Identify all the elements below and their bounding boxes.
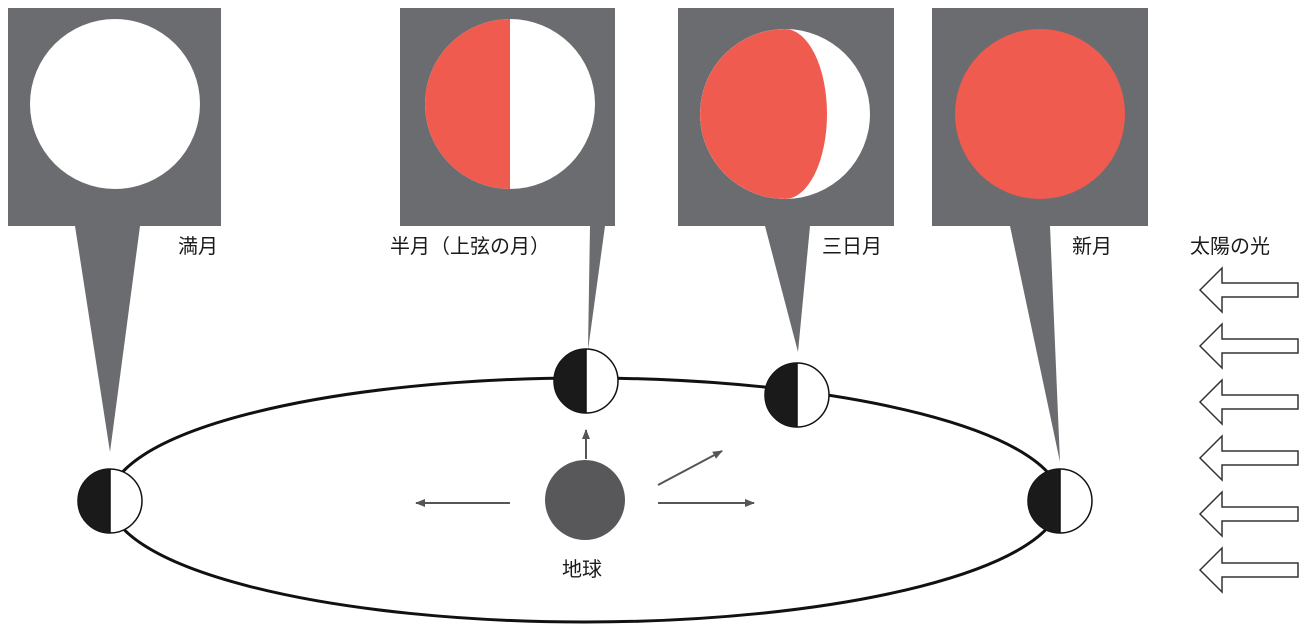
pointer-crescent: [765, 226, 810, 352]
label-full-moon: 満月: [178, 234, 218, 258]
callout-pointers: [75, 226, 1060, 462]
pointer-full-moon: [75, 226, 140, 452]
view-panel-half-moon: [400, 8, 615, 226]
label-crescent: 三日月: [822, 234, 882, 258]
orbit-moon-crescent: [764, 362, 830, 428]
label-earth: 地球: [562, 557, 602, 581]
label-new-moon: 新月: [1072, 234, 1112, 258]
phase-labels: 満月 半月（上弦の月） 三日月 新月 太陽の光: [178, 234, 1270, 258]
left-arrow-outline-icon: [1198, 322, 1299, 370]
arrow-to-crescent: [657, 450, 723, 486]
pointer-new-moon: [1010, 226, 1060, 462]
left-arrow-outline-icon: [1198, 266, 1299, 314]
orbit-moons: [77, 348, 1093, 534]
orbit-moon-half: [553, 348, 619, 414]
left-arrow-outline-icon: [1198, 378, 1299, 426]
moon-view-full: [30, 19, 200, 189]
left-arrow-outline-icon: [1198, 490, 1299, 538]
view-panel-full-moon: [8, 8, 221, 226]
view-panel-new-moon: [932, 8, 1148, 226]
view-panel-crescent: [678, 8, 894, 226]
earth-icon: [545, 460, 625, 540]
moon-view-shadow: [700, 29, 827, 199]
left-arrow-outline-icon: [1198, 434, 1299, 482]
left-arrow-outline-icon: [1198, 546, 1299, 594]
orbit-moon-full: [77, 468, 143, 534]
sunlight-arrows: [1198, 266, 1299, 594]
view-direction-arrows: [415, 429, 755, 507]
view-panels: [8, 8, 1148, 226]
orbit-moon-new: [1027, 468, 1093, 534]
pointer-half-moon: [588, 226, 605, 350]
label-half-moon: 半月（上弦の月）: [390, 234, 550, 258]
label-sunlight: 太陽の光: [1190, 234, 1270, 258]
moon-view-shadow: [955, 29, 1125, 199]
